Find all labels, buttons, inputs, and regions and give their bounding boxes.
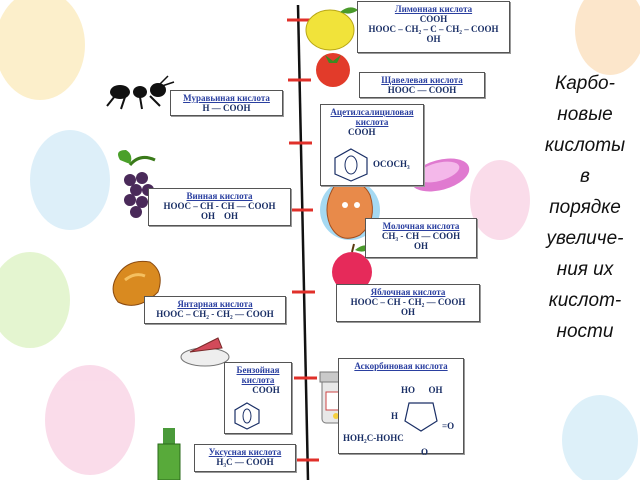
- side-title-line: ния их: [556, 259, 614, 280]
- acid-box-benzoic: Бензойная кислота COOH: [224, 362, 292, 434]
- acid-formula-line: CH₃ - CH — COOH: [381, 231, 461, 241]
- acid-formula-line: HOOC — COOH: [387, 85, 457, 95]
- benzene-ring-icon: [234, 402, 260, 430]
- acid-formula-line: =O: [442, 421, 455, 431]
- acid-formula-line: H: [391, 411, 399, 421]
- acid-name: Молочная кислота: [382, 221, 460, 231]
- pill-icon: [410, 158, 470, 192]
- acid-formula-line: OH: [413, 241, 428, 251]
- acid-formula-line: OCOCH₃: [373, 159, 410, 169]
- grapes-icon: [118, 150, 156, 218]
- acid-formula-line: OH: [426, 34, 441, 44]
- acid-name: Винная кислота: [186, 191, 253, 201]
- acid-name: Янтарная кислота: [177, 299, 253, 309]
- side-title-line: новые: [557, 104, 613, 125]
- acid-formula-line: OH OH: [200, 211, 238, 221]
- axis-ticks: [287, 18, 319, 462]
- acid-name: Щавелевая кислота: [381, 75, 463, 85]
- side-title: Карбо- новые кислоты в порядке увеличе- …: [530, 68, 640, 347]
- side-title-line: Карбо-: [555, 73, 615, 94]
- lemon-icon: [305, 7, 358, 51]
- acid-box-acetylsalicylic: Ацетилсалициловая кислота COOH OCOCH₃: [320, 104, 424, 186]
- side-title-line: порядке: [549, 197, 621, 218]
- amber-icon: [112, 260, 161, 306]
- acid-formula-line: H — COOH: [202, 103, 251, 113]
- benzene-ring-icon: [334, 148, 368, 182]
- acid-box-ascorbic: Аскорбиновая кислота HO OH H =O HOH₂C-HO…: [338, 358, 464, 457]
- acid-name: Муравьиная кислота: [183, 93, 270, 103]
- acid-name: Ацетилсалициловая кислота: [330, 107, 414, 127]
- side-title-line: ности: [556, 321, 614, 342]
- tomato-icon: [316, 53, 350, 87]
- vinegar-bottle-icon: [157, 428, 181, 480]
- acid-formula-line: COOH: [252, 385, 280, 395]
- ant-icon: [106, 75, 175, 110]
- acid-formula-line: HOOC – CH₂ - CH₂ — COOH: [156, 309, 274, 319]
- acid-box-tartaric: Винная кислота HOOC – CH - CH — COOH OH …: [148, 188, 291, 226]
- acid-formula-line: HO OH: [401, 385, 443, 395]
- acid-name: Уксусная кислота: [208, 447, 282, 457]
- acid-box-oxalic: Щавелевая кислота HOOC — COOH: [359, 72, 485, 98]
- acid-formula-line: HOOC – CH - CH₂ — COOH: [350, 297, 466, 307]
- acid-box-formic: Муравьиная кислота H — COOH: [170, 90, 283, 116]
- acid-name: Бензойная кислота: [236, 365, 280, 385]
- acid-formula-line: HOOC – CH - CH — COOH: [163, 201, 276, 211]
- lactone-ring-icon: [404, 402, 438, 432]
- acid-name: Лимонная кислота: [394, 4, 473, 14]
- acid-box-citric: Лимонная кислота COOH HOOC – CH₂ – C – C…: [357, 1, 510, 53]
- acid-formula-line: COOH: [419, 14, 448, 24]
- acidity-axis: [296, 4, 310, 480]
- acid-formula-line: HOH₂C-HOHC: [343, 433, 404, 443]
- acid-formula-line: COOH: [348, 127, 376, 137]
- acid-formula-line: HOOC – CH₂ – C – CH₂ – COOH: [368, 24, 499, 34]
- acid-box-malic: Яблочная кислота HOOC – CH - CH₂ — COOH …: [336, 284, 480, 322]
- acid-formula-line: O: [421, 447, 429, 457]
- acid-box-lactic: Молочная кислота CH₃ - CH — COOH OH: [365, 218, 477, 258]
- side-title-line: увеличе-: [546, 228, 624, 249]
- acid-formula-line: OH: [400, 307, 415, 317]
- acid-box-acetic: Уксусная кислота H₃C — COOH: [194, 444, 296, 472]
- acid-box-succinic: Янтарная кислота HOOC – CH₂ - CH₂ — COOH: [144, 296, 286, 324]
- acid-formula-line: H₃C — COOH: [216, 457, 274, 467]
- acid-name: Яблочная кислота: [370, 287, 446, 297]
- side-title-line: кислот-: [548, 290, 622, 311]
- side-title-line: в: [580, 166, 590, 187]
- side-title-line: кислоты: [544, 135, 626, 156]
- acid-name: Аскорбиновая кислота: [354, 361, 448, 371]
- pie-slice-icon: [180, 337, 230, 367]
